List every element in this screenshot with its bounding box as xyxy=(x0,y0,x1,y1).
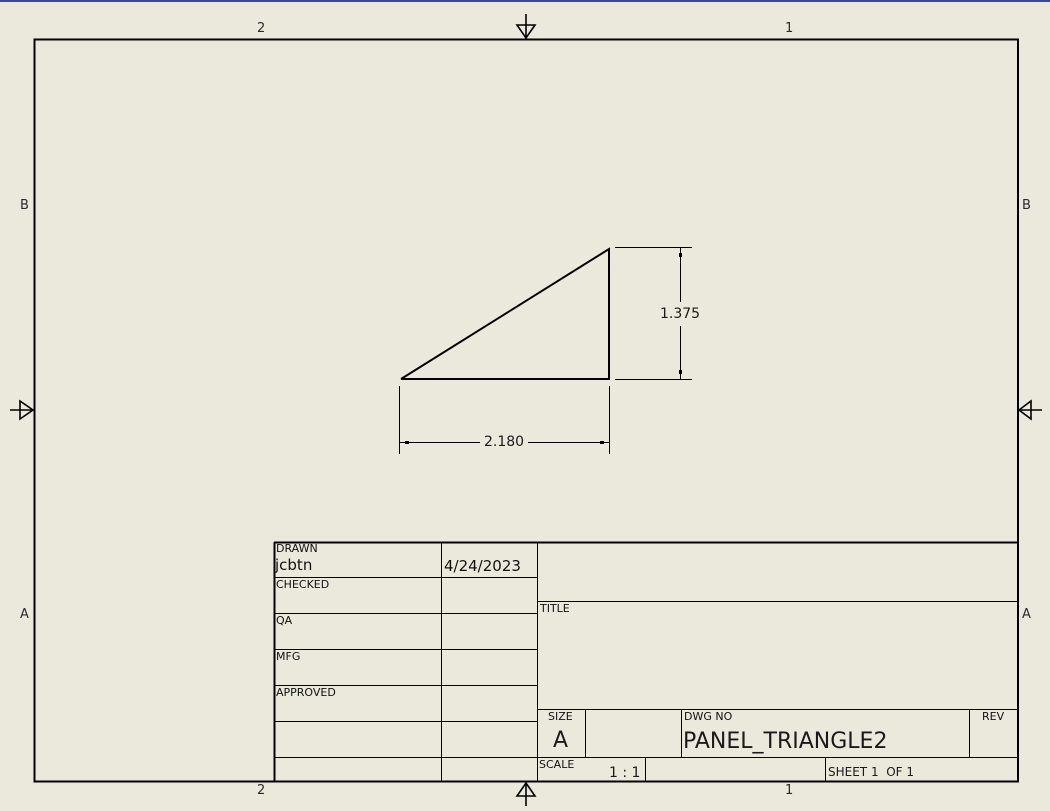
top-center-mark-icon xyxy=(515,14,537,40)
checked-label: CHECKED xyxy=(276,578,330,591)
drawn-date-value[interactable]: 4/24/2023 xyxy=(444,557,521,575)
title-block-frame xyxy=(273,541,1018,781)
window-top-edge xyxy=(0,0,1050,2)
size-label: SIZE xyxy=(548,710,573,723)
sheet-border xyxy=(33,38,1019,783)
height-dimension-value[interactable]: 1.375 xyxy=(660,306,701,322)
zone-label-left-b: B xyxy=(20,198,29,213)
dwg-no-label: DWG NO xyxy=(684,710,733,723)
scale-value[interactable]: 1 : 1 xyxy=(609,765,641,781)
mfg-label: MFG xyxy=(276,650,301,663)
dwg-no-value[interactable]: PANEL_TRIANGLE2 xyxy=(683,729,888,754)
zone-label-right-a: A xyxy=(1022,607,1031,622)
zone-label-right-b: B xyxy=(1022,198,1031,213)
title-label: TITLE xyxy=(540,602,570,615)
scale-label: SCALE xyxy=(539,758,575,771)
zone-label-bottom-1: 1 xyxy=(785,783,794,798)
zone-label-left-a: A xyxy=(20,607,29,622)
left-center-mark-icon xyxy=(10,399,35,421)
drawn-label: DRAWN xyxy=(276,542,318,555)
right-center-mark-icon xyxy=(1017,399,1042,421)
zone-label-top-1: 1 xyxy=(785,21,794,36)
height-dimension xyxy=(615,247,692,380)
qa-label: QA xyxy=(276,614,293,627)
width-dimension xyxy=(399,386,610,454)
width-dimension-value[interactable]: 2.180 xyxy=(484,434,525,450)
drawn-by-value[interactable]: jcbtn xyxy=(275,556,313,574)
rev-label: REV xyxy=(982,710,1005,723)
sheet-number: SHEET 1 OF 1 xyxy=(828,765,915,779)
approved-label: APPROVED xyxy=(276,686,336,699)
zone-label-top-2: 2 xyxy=(257,21,266,36)
size-value[interactable]: A xyxy=(553,728,569,753)
triangle-part xyxy=(400,247,610,380)
zone-label-bottom-2: 2 xyxy=(257,783,266,798)
bottom-center-mark-icon xyxy=(515,781,537,806)
